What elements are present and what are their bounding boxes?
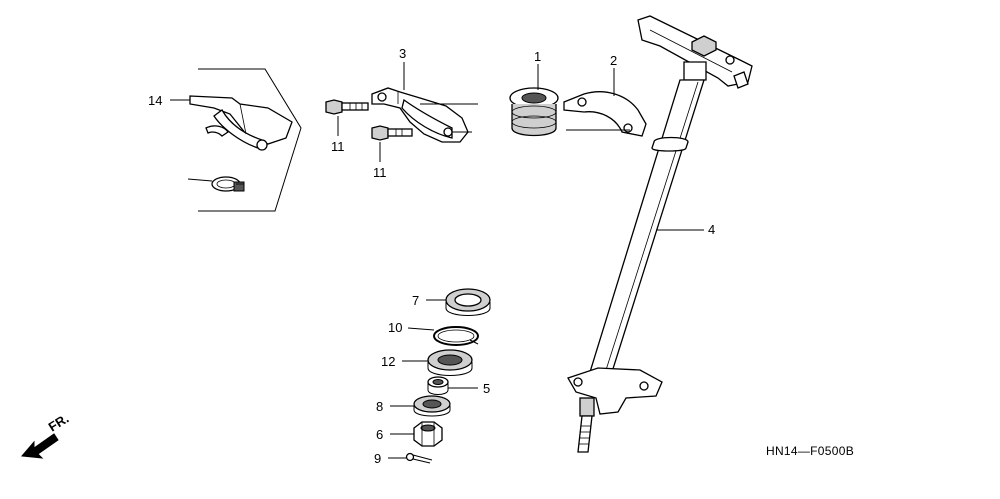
direction-label: FR.	[46, 411, 72, 435]
callout-1: 1	[534, 49, 541, 64]
callout-5: 5	[483, 381, 490, 396]
part-8-bearing	[413, 395, 451, 417]
part-13-holder	[189, 95, 293, 151]
group-bracket	[198, 68, 302, 212]
part-12-bearing	[427, 349, 473, 376]
leader-lines	[170, 62, 704, 459]
callout-9: 9	[374, 451, 381, 466]
callout-12: 12	[381, 354, 395, 369]
part-7-oil-seal	[445, 288, 491, 316]
part-14-clamp	[211, 176, 245, 192]
part-2-holder-cap	[563, 91, 647, 137]
part-5-collar	[427, 376, 449, 395]
callout-3: 3	[399, 46, 406, 61]
callout-10: 10	[388, 320, 402, 335]
callout-11-lower: 11	[373, 165, 387, 180]
callout-4: 4	[708, 222, 715, 237]
part-3-shaft-holder	[371, 87, 478, 143]
callout-11-upper: 11	[331, 139, 345, 154]
part-11-bolt-a	[325, 99, 369, 115]
part-9-cotter-pin	[405, 452, 433, 464]
diagram-code: HN14—F0500B	[766, 444, 854, 458]
front-direction-arrow: FR.	[20, 411, 72, 459]
callout-13: 14	[148, 93, 162, 108]
part-6-nut	[413, 421, 443, 447]
part-10-circlip	[433, 326, 479, 346]
part-11-bolt-b	[371, 125, 413, 141]
callout-8: 8	[376, 399, 383, 414]
callout-2: 2	[610, 53, 617, 68]
part-1-bushing	[509, 87, 559, 137]
part-4-steering-shaft	[567, 15, 753, 453]
callout-7: 7	[412, 293, 419, 308]
callout-6: 6	[376, 427, 383, 442]
